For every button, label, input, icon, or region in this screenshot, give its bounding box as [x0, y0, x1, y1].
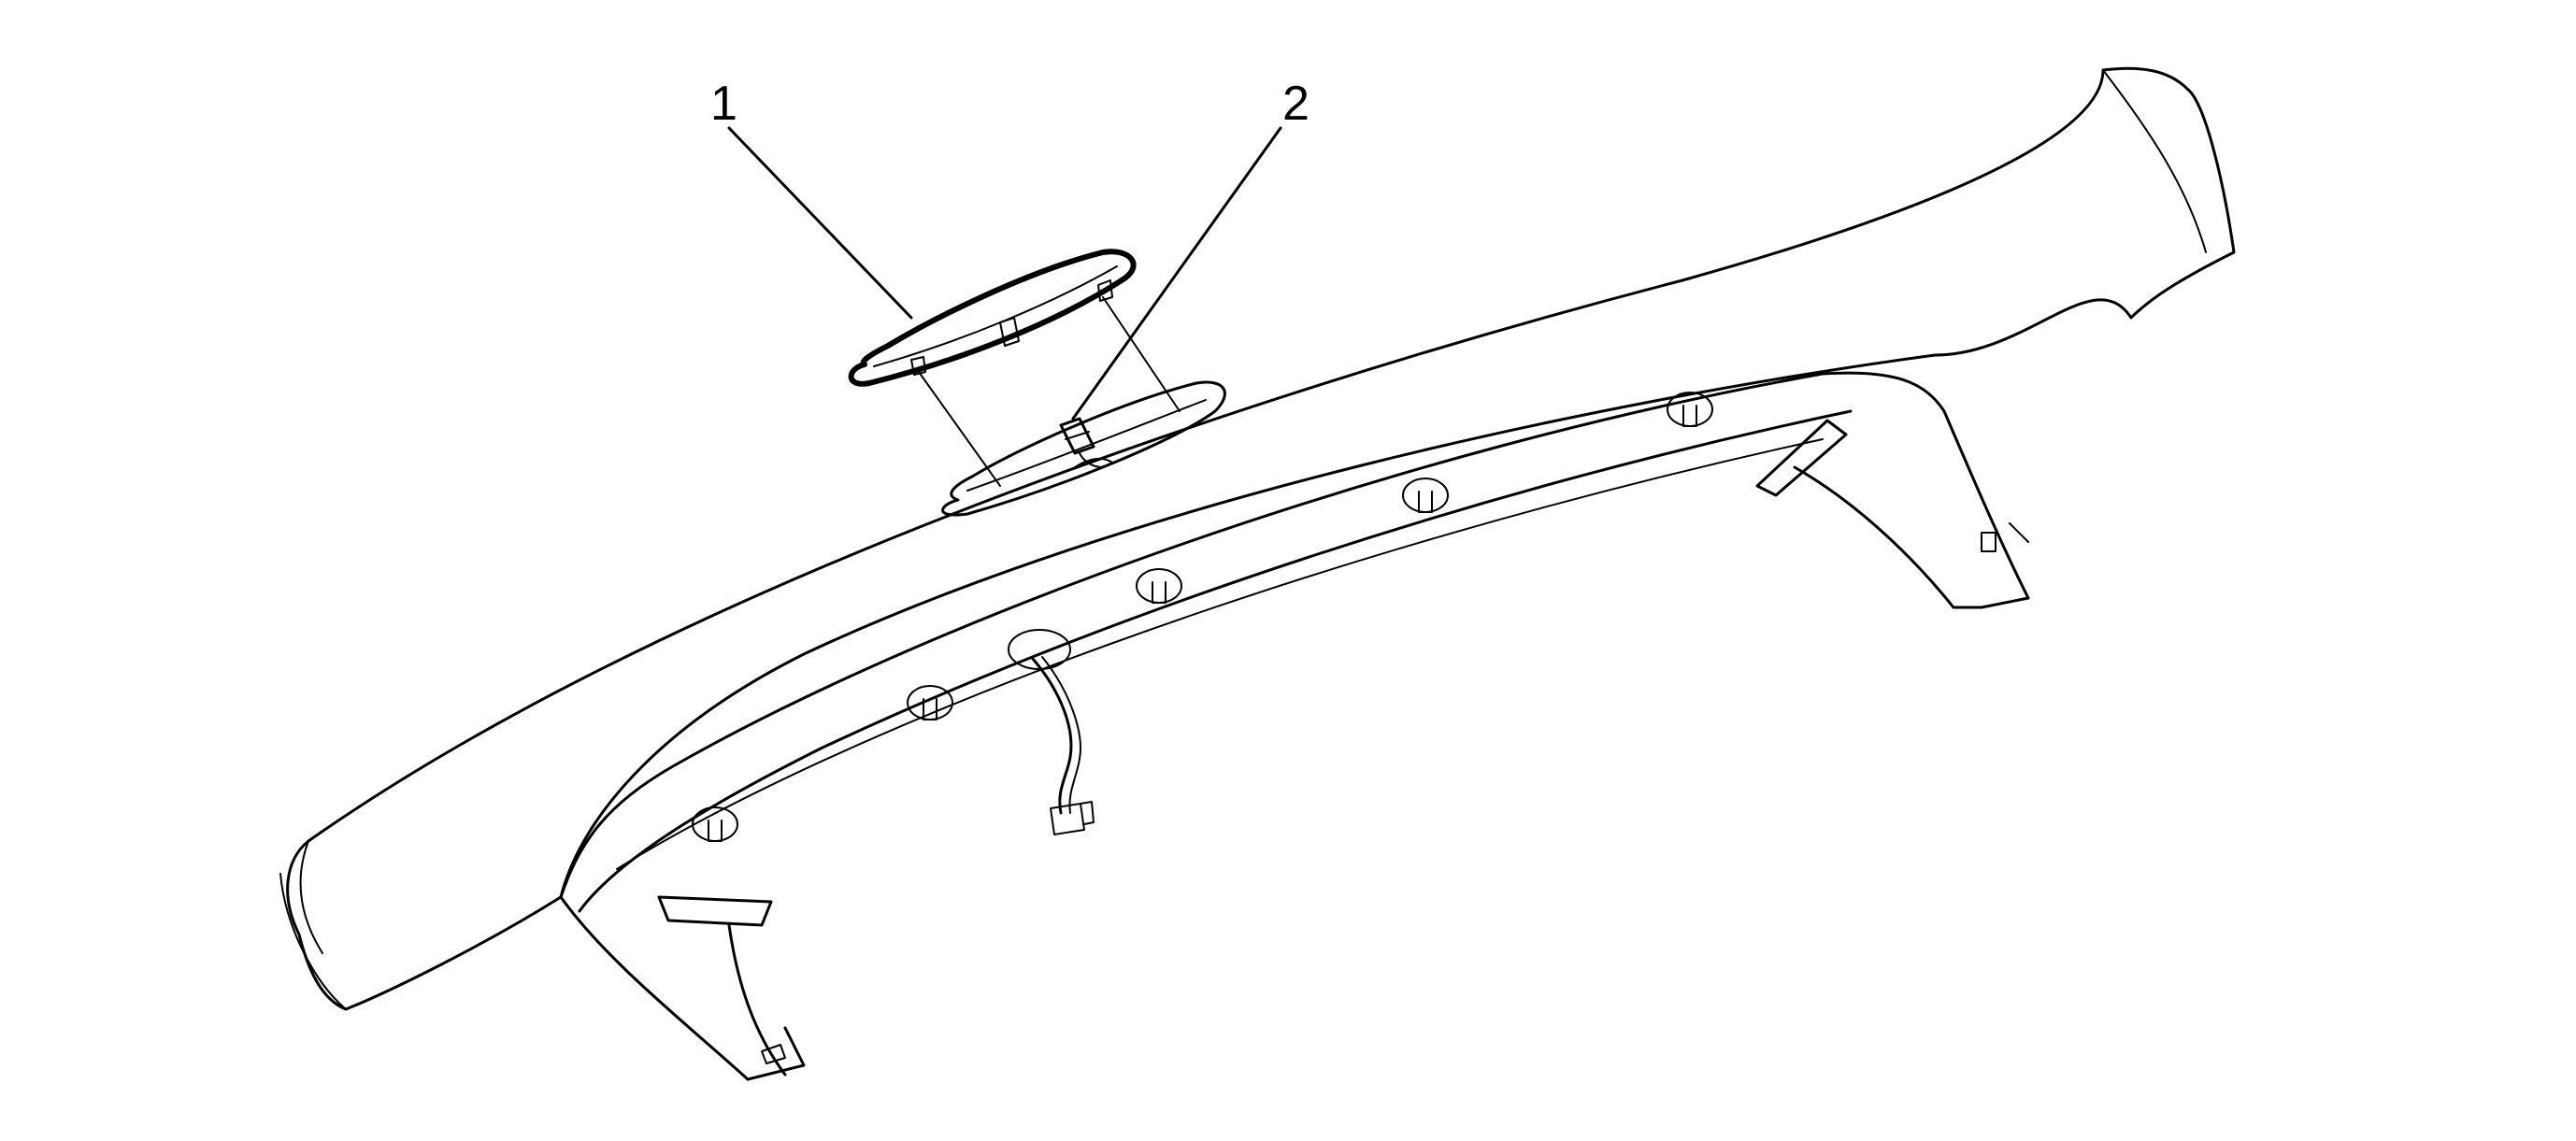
mounting-studs [692, 392, 1996, 1064]
callout-leaders [727, 126, 1282, 421]
stud [907, 685, 953, 720]
stud [1981, 532, 1996, 552]
stud [761, 1044, 786, 1064]
stud [1667, 392, 1713, 427]
stud [1136, 568, 1182, 604]
spoiler-body [279, 66, 2236, 1011]
underside-channel [559, 371, 2030, 1081]
stud [1402, 478, 1449, 513]
harness-connector [1050, 801, 1095, 835]
lamp-connector [1059, 417, 1104, 468]
callout-2: 2 [1282, 77, 1309, 131]
callout-1: 1 [710, 77, 737, 131]
stop-lamp [848, 249, 1137, 387]
alignment-lines [918, 296, 1181, 487]
leader-line-2 [1071, 126, 1282, 421]
wiring-harness [1008, 629, 1095, 835]
leader-line-1 [727, 126, 913, 320]
stud [692, 806, 738, 842]
